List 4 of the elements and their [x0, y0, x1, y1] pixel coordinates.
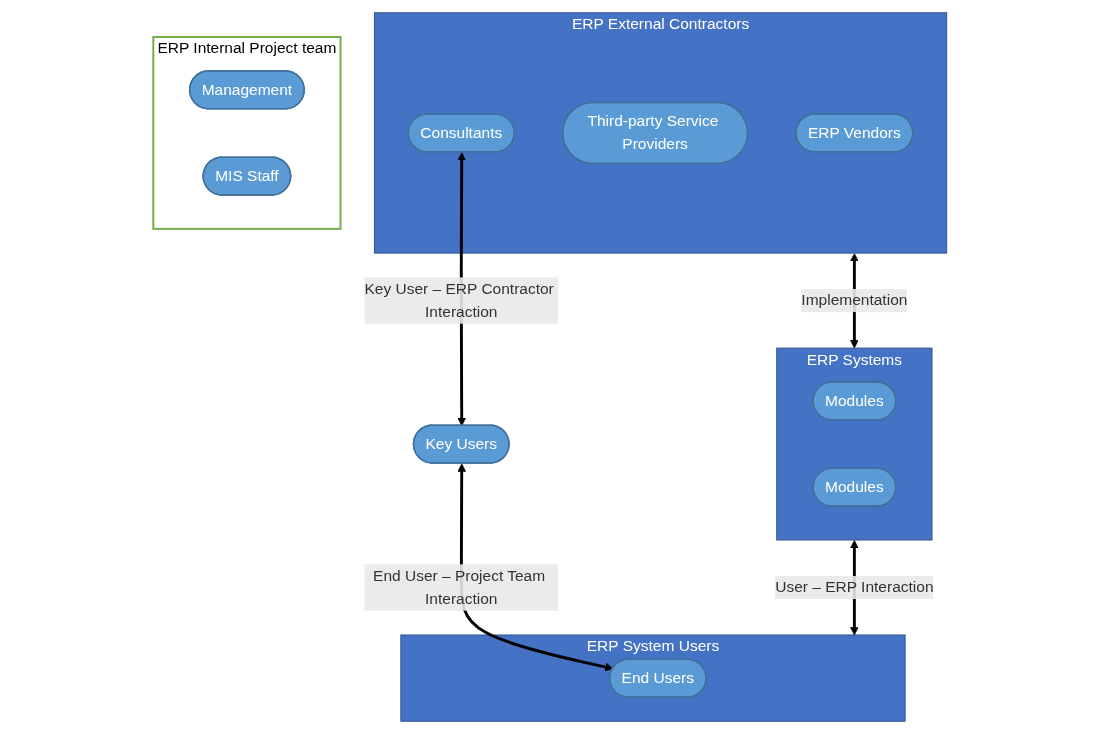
- edge-label: Implementation: [801, 291, 908, 309]
- edge-label: Key User – ERP Contractor Interaction: [364, 280, 554, 320]
- edge-label: User – ERP Interaction: [775, 578, 934, 596]
- edge-label: End User – Project Team Interaction: [373, 567, 546, 607]
